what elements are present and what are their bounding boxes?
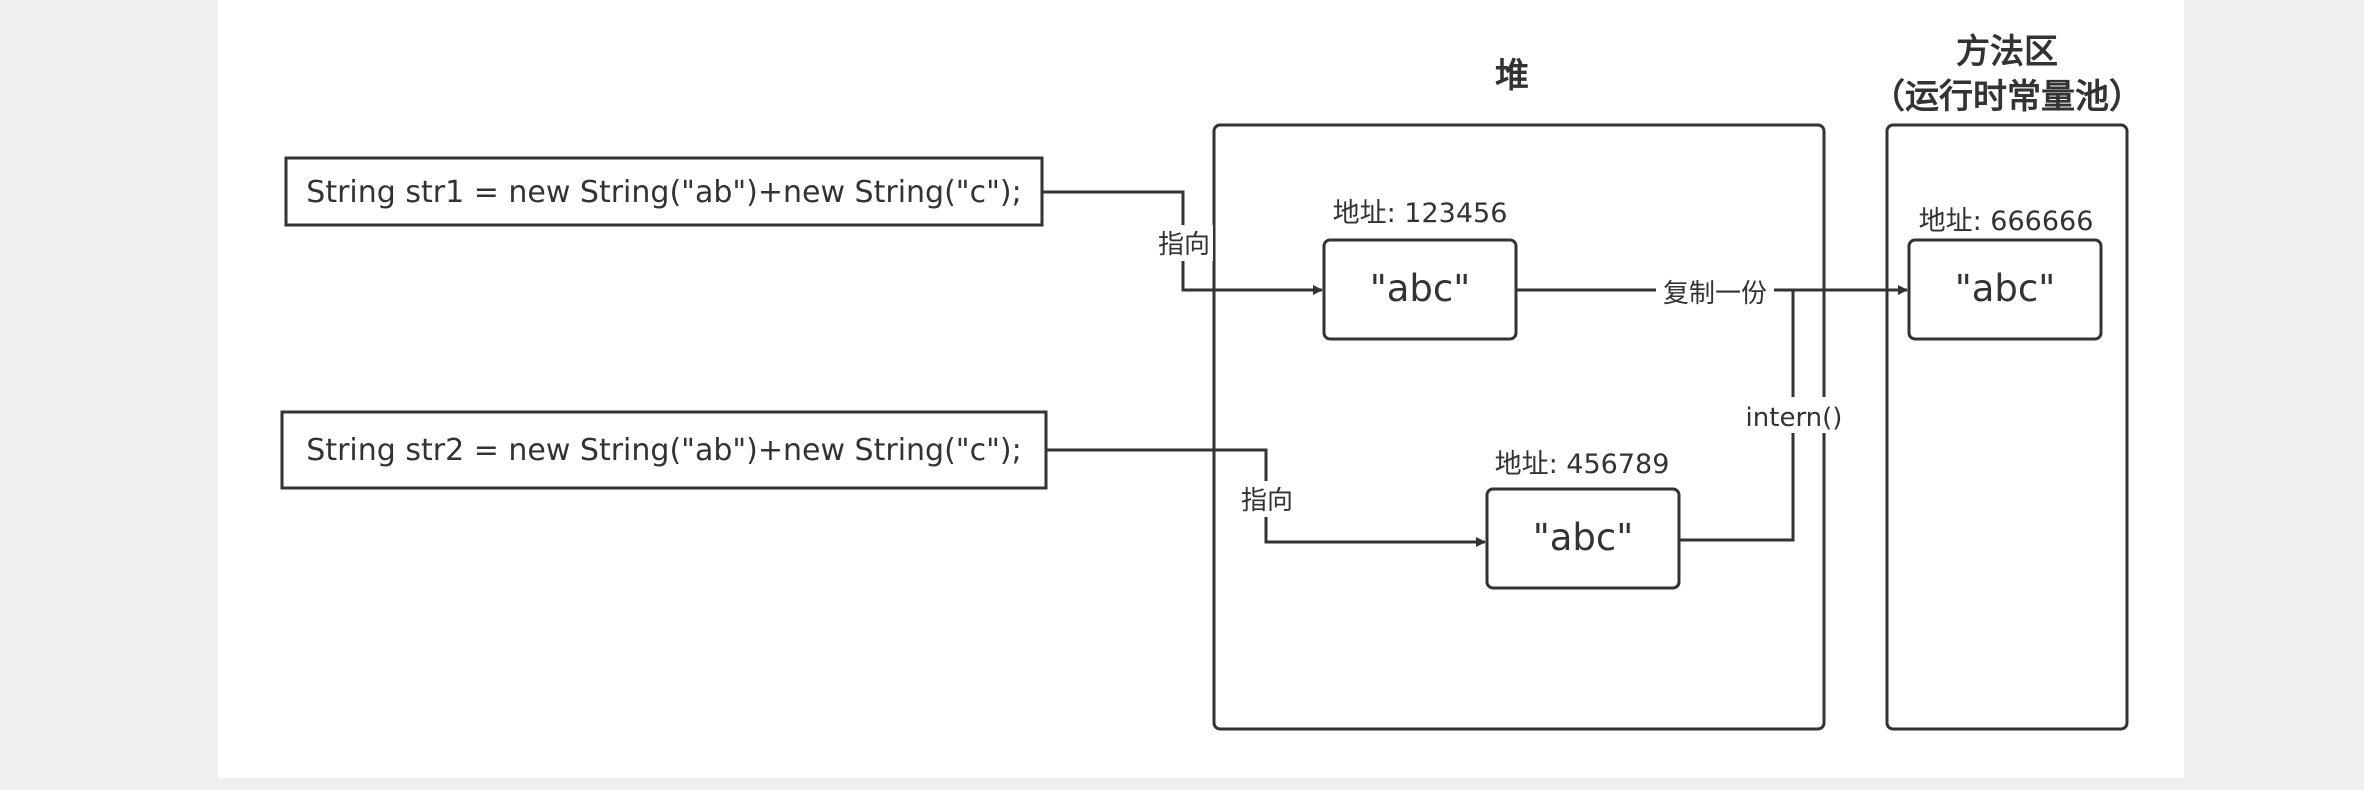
- method-area-title-line1: 方法区: [1956, 32, 2058, 72]
- heap-obj2-address: 地址: 456789: [1495, 449, 1670, 480]
- heap-container: [1212, 123, 1826, 731]
- edge-heap2-intern-to-pool: [1679, 290, 1795, 542]
- pool-obj-box: [1907, 238, 2103, 341]
- pool-obj-address: 地址: 666666: [1919, 206, 2094, 237]
- heap-title: 堆: [1495, 56, 1529, 96]
- code-box-str1: [284, 156, 1044, 227]
- method-area-title-line2: （运行时常量池）: [1871, 77, 2143, 117]
- edge-label-point1: 指向: [1158, 230, 1210, 260]
- edge-label-intern: intern(): [1746, 403, 1843, 433]
- pool-obj-value: "abc": [1955, 267, 2056, 310]
- code-line-str1: String str1 = new String("ab")+new Strin…: [306, 175, 1021, 210]
- edge-label-copy: 复制一份: [1663, 279, 1767, 309]
- heap-obj1-address: 地址: 123456: [1333, 198, 1508, 229]
- code-line-str2: String str2 = new String("ab")+new Strin…: [306, 433, 1021, 468]
- edge-label-point2: 指向: [1241, 486, 1293, 516]
- method-area-container: [1885, 123, 2129, 731]
- diagram-canvas: [218, 0, 2184, 778]
- heap-obj2-value: "abc": [1533, 516, 1634, 559]
- code-box-str2: [280, 410, 1048, 490]
- heap-obj1-value: "abc": [1370, 267, 1471, 310]
